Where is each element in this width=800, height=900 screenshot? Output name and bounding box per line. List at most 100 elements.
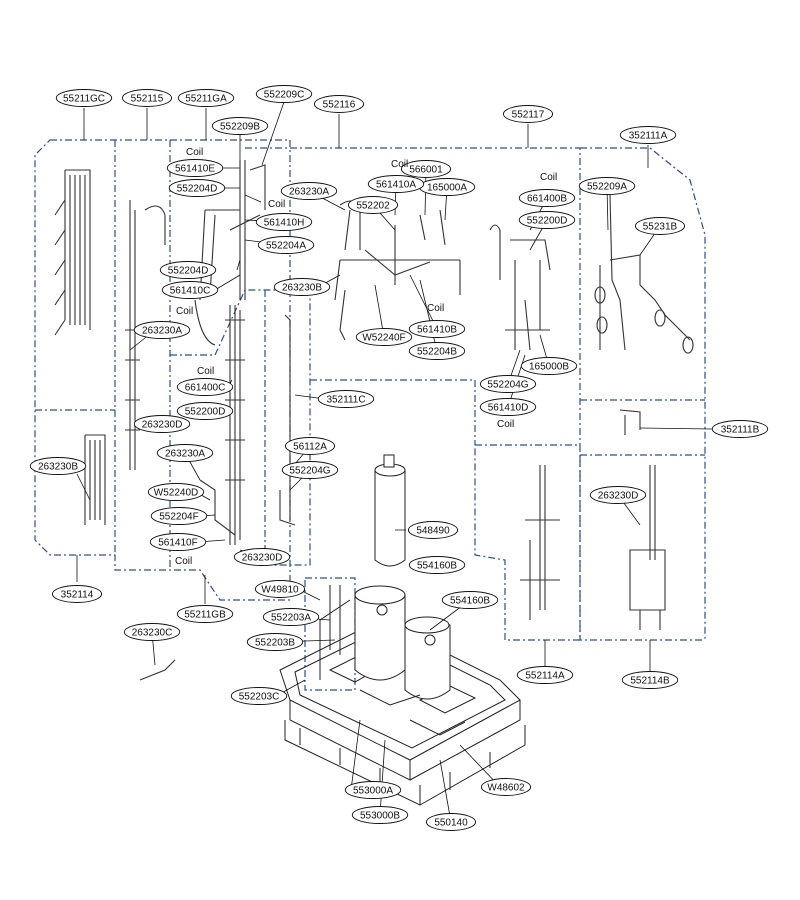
part-bubble: [123, 623, 181, 641]
part-label-561410c: 561410C: [161, 281, 219, 299]
part-label-552209a: 552209A: [578, 177, 636, 195]
part-label-263230d: 263230D: [589, 486, 647, 504]
part-bubble: [159, 261, 217, 279]
part-number: 552203C: [239, 692, 280, 703]
part-label-553000a: 553000A: [344, 781, 402, 799]
assembly-outlines: [34, 139, 706, 691]
part-number: 263230C: [132, 628, 173, 639]
part-number: 561410A: [376, 180, 416, 191]
part-number: 553000A: [353, 786, 393, 797]
part-bubble: [51, 585, 103, 603]
part-label-552209c: 552209C: [255, 85, 313, 103]
part-number: 561410B: [417, 325, 457, 336]
part-number: 56112A: [293, 442, 327, 453]
outline-552114b: [579, 455, 705, 641]
part-number: 263230D: [242, 553, 283, 564]
part-label-552209b: 552209B: [211, 117, 269, 135]
part-label-552203c: 552203C: [230, 687, 288, 705]
part-label-661400b: 661400B: [518, 189, 576, 207]
part-label-552204g: 552204G: [479, 375, 537, 393]
pipes-552114a: [520, 465, 560, 620]
part-number: 561410D: [488, 403, 529, 414]
part-label-554160b: 554160B: [441, 591, 499, 609]
part-number: 552200D: [527, 216, 568, 227]
compressor-feet: [359, 689, 466, 736]
part-bubble: [502, 105, 554, 123]
part-bubble: [621, 671, 679, 689]
part-bubble: [313, 95, 365, 113]
coil-label: Coil: [197, 366, 214, 377]
part-bubble: [407, 521, 459, 539]
part-label-352111c: 352111C: [317, 390, 375, 408]
pipes-661400b: [489, 224, 551, 351]
part-number: 55211GA: [185, 94, 227, 105]
part-label-561410f: 561410F: [149, 533, 207, 551]
part-bubble: [479, 398, 537, 416]
part-number: 55211GC: [63, 94, 105, 105]
part-label-263230d: 263230D: [233, 548, 291, 566]
part-bubble: [29, 457, 87, 475]
part-number: 552204A: [266, 241, 306, 252]
coil-label: Coil: [391, 159, 408, 170]
part-bubble: [520, 357, 578, 375]
part-label-w52240f: W52240F: [355, 328, 413, 346]
part-bubble: [355, 328, 413, 346]
part-bubble: [351, 806, 409, 824]
pipes-552114b: [629, 465, 666, 630]
part-label-165000a: 165000A: [418, 178, 476, 196]
part-bubble: [518, 211, 576, 229]
part-label-552203b: 552203B: [246, 633, 304, 651]
part-bubble: [177, 89, 235, 107]
part-label-552204d: 552204D: [159, 261, 217, 279]
part-bubble: [408, 556, 466, 574]
part-number: 552115: [131, 94, 164, 105]
coil-label: Coil: [540, 172, 557, 183]
part-bubble: [176, 378, 234, 396]
part-number: 554160B: [417, 561, 457, 572]
part-bubble: [254, 580, 306, 598]
part-bubble: [246, 633, 304, 651]
part-label-w49810: W49810: [254, 580, 306, 598]
part-number: 552203B: [255, 638, 295, 649]
part-number: 561410E: [175, 164, 215, 175]
part-bubble: [480, 778, 532, 796]
part-label-552202: 552202: [347, 196, 399, 214]
part-bubble: [347, 196, 399, 214]
part-bubble: [255, 85, 313, 103]
part-number: 165000A: [427, 183, 467, 194]
pallet-left: [284, 720, 421, 806]
part-bubble: [176, 402, 234, 420]
part-label-55211ga: 55211GA: [177, 89, 235, 107]
part-number: W48602: [487, 783, 525, 794]
tray-front-left: [289, 700, 411, 781]
compressor-pipes: [319, 585, 351, 680]
part-label-352111a: 352111A: [619, 126, 677, 144]
part-label-553000b: 553000B: [351, 806, 409, 824]
tray-front-right: [409, 700, 521, 781]
part-bubble: [233, 548, 291, 566]
part-bubble: [55, 89, 113, 107]
part-label-w52240d: W52240D: [147, 483, 205, 501]
part-number: W52240D: [154, 488, 198, 499]
pipe-352111b: [619, 409, 641, 435]
coil-labels: Coil Coil Coil Coil Coil Coil Coil Coil …: [175, 147, 557, 567]
part-label-56112a: 56112A: [284, 437, 336, 455]
part-bubble: [516, 666, 574, 684]
part-label-552200d: 552200D: [176, 402, 234, 420]
pallet-right: [419, 725, 526, 806]
part-number: 661400C: [185, 383, 226, 394]
part-label-263230a: 263230A: [156, 444, 214, 462]
part-bubble: [230, 687, 288, 705]
part-number: 550140: [434, 818, 468, 829]
part-label-263230d: 263230D: [133, 415, 191, 433]
part-bubble: [121, 89, 173, 107]
part-number: 554160B: [450, 596, 490, 607]
part-label-552117: 552117: [502, 105, 554, 123]
part-bubble: [166, 159, 224, 177]
part-label-263230c: 263230C: [123, 623, 181, 641]
part-number: 165000B: [529, 362, 569, 373]
pipes-352111a: [599, 194, 691, 351]
part-bubble: [161, 281, 219, 299]
part-number: 561410H: [264, 218, 305, 229]
